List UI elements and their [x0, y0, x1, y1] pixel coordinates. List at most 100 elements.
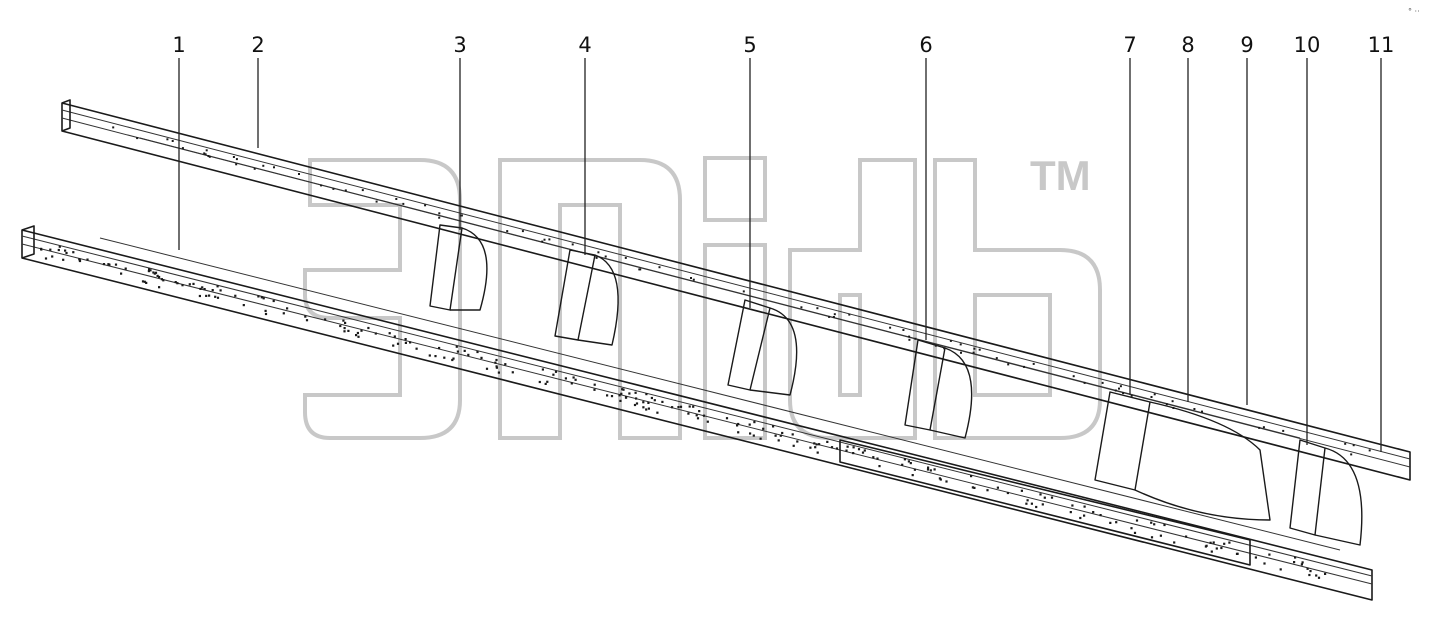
rivet-hole	[796, 440, 799, 443]
rivet-hole	[1173, 541, 1176, 544]
rivet-hole	[1201, 410, 1203, 413]
rivet-hole	[1043, 496, 1046, 499]
rivet-hole	[779, 434, 782, 437]
rivet-hole	[253, 167, 256, 170]
rivet-hole	[1150, 536, 1154, 539]
rivet-hole	[1315, 574, 1318, 577]
rivet-hole	[852, 446, 855, 449]
rivet-hole	[136, 137, 139, 140]
rivet-hole	[934, 344, 937, 347]
rivet-hole	[830, 446, 834, 449]
callout-number-10: 10	[1294, 33, 1321, 57]
rivet-hole	[907, 460, 910, 463]
rivet-hole	[443, 356, 446, 359]
rivet-hole	[356, 331, 359, 335]
rivet-hole	[878, 465, 881, 468]
rivet-hole	[339, 324, 342, 328]
rivet-hole	[174, 281, 177, 284]
rivet-hole	[564, 377, 567, 380]
rivet-hole	[706, 420, 709, 423]
rivet-hole	[242, 304, 245, 307]
rivet-hole	[1205, 544, 1208, 547]
rivet-hole	[415, 347, 418, 350]
rivet-hole	[171, 140, 174, 142]
rivet-hole	[208, 155, 211, 158]
rivet-hole	[687, 412, 690, 415]
rivet-hole	[996, 486, 999, 489]
rivet-hole	[901, 463, 904, 466]
rivet-hole	[971, 486, 974, 489]
rivet-hole	[438, 212, 441, 215]
rivet-hole	[650, 396, 653, 400]
rivet-hole	[911, 474, 914, 477]
rivet-hole	[1324, 572, 1327, 575]
rivet-hole	[848, 313, 851, 316]
rivet-hole	[846, 445, 849, 448]
rivet-hole	[78, 259, 81, 262]
rivet-hole	[861, 451, 865, 454]
rivet-hole	[1050, 496, 1054, 499]
rivet-hole	[1130, 527, 1133, 530]
rivet-hole	[166, 138, 169, 141]
rivet-hole	[1114, 389, 1117, 392]
rivet-hole	[114, 263, 118, 266]
rivet-hole	[597, 251, 600, 254]
rivet-hole	[120, 272, 123, 275]
rivet-hole	[1235, 552, 1239, 555]
rivet-holes	[40, 126, 1371, 579]
rivet-hole	[428, 354, 431, 357]
rivet-hole	[1069, 511, 1072, 514]
rivet-hole	[203, 288, 206, 291]
rivet-hole	[1368, 449, 1371, 452]
rivet-hole	[552, 373, 555, 376]
callout-number-4: 4	[578, 33, 591, 57]
rivet-hole	[742, 290, 745, 293]
rivet-hole	[604, 255, 607, 258]
callout-number-1: 1	[172, 33, 185, 57]
rivet-hole	[791, 433, 794, 436]
rivet-hole	[1165, 403, 1168, 406]
rivet-hole	[86, 258, 89, 261]
rivet-hole	[653, 399, 656, 402]
rivet-hole	[959, 343, 962, 346]
rivet-hole	[774, 434, 777, 437]
rivet-hole	[204, 153, 207, 156]
rivet-hole	[347, 329, 350, 332]
lower-rail	[21, 225, 1373, 601]
rivet-hole	[455, 345, 458, 348]
rivet-hole	[1163, 523, 1166, 527]
rivet-hole	[162, 279, 165, 282]
rivet-hole	[986, 489, 989, 492]
rivet-hole	[973, 486, 976, 489]
rivet-hole	[635, 402, 639, 405]
rivet-hole	[949, 339, 952, 342]
rivet-hole	[634, 391, 637, 394]
rivet-hole	[374, 332, 377, 335]
rivet-hole	[777, 439, 780, 442]
rivet-hole	[112, 126, 115, 129]
rivet-hole	[1020, 489, 1023, 492]
rivet-hole	[272, 299, 275, 303]
rivet-hole	[207, 155, 210, 157]
rivet-hole	[1209, 541, 1212, 544]
rivet-hole	[192, 282, 195, 285]
rivet-hole	[902, 329, 905, 331]
rivet-hole	[1352, 444, 1355, 447]
rivet-hole	[658, 266, 661, 269]
rivet-hole	[933, 468, 936, 471]
rivet-hole	[72, 251, 75, 254]
rivet-hole	[622, 388, 625, 391]
rivet-hole	[752, 434, 755, 437]
rivet-hole	[544, 382, 547, 385]
watermark-logo: TM	[303, 152, 1102, 440]
rivet-hole	[816, 451, 819, 454]
rivet-hole	[58, 245, 61, 248]
rivet-hole	[1119, 385, 1122, 388]
rivet-hole	[1118, 387, 1120, 390]
rivet-hole	[620, 392, 623, 395]
rivet-hole	[424, 204, 427, 207]
rivet-hole	[926, 468, 930, 471]
rivet-hole	[1317, 576, 1321, 579]
rivet-hole	[1258, 426, 1261, 429]
rivet-hole	[1109, 521, 1112, 524]
